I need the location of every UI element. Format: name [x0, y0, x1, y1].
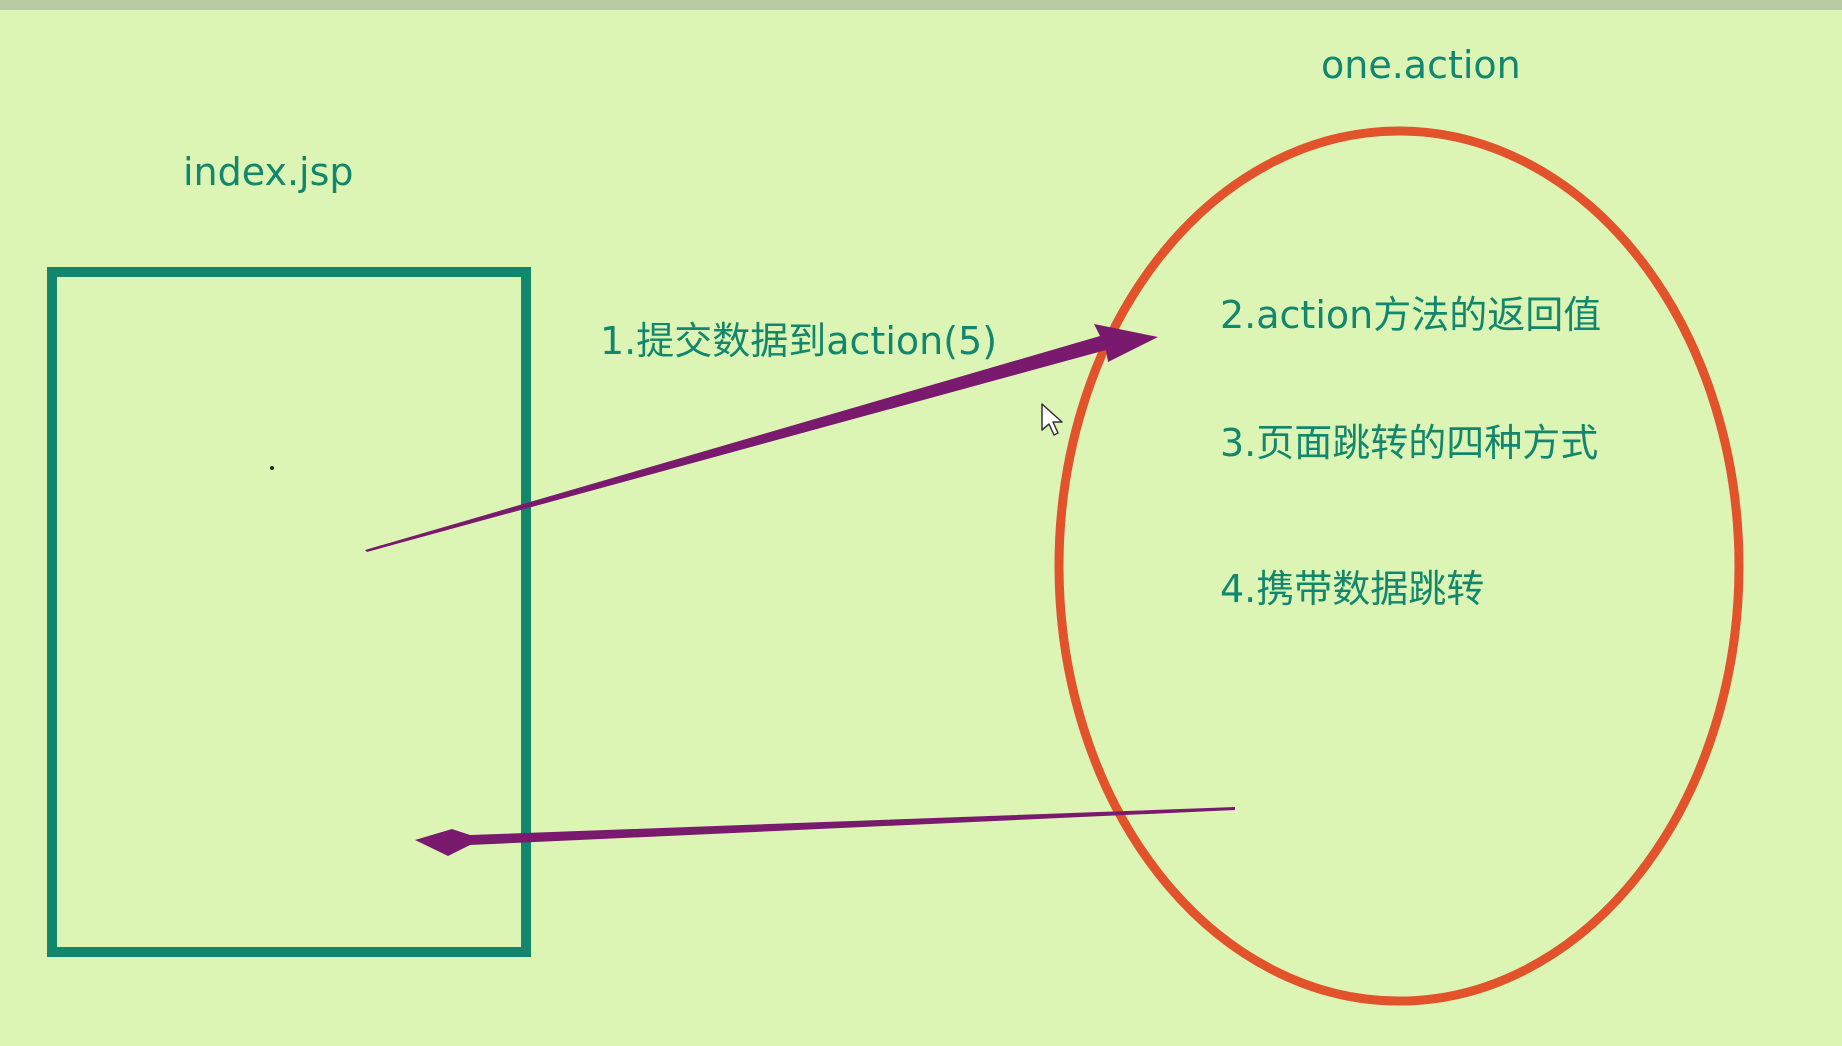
index-jsp-label: index.jsp	[183, 150, 354, 194]
step-4-label: 4.携带数据跳转	[1220, 567, 1485, 611]
submit-arrow	[365, 324, 1158, 552]
box-dot	[270, 466, 274, 470]
step-2-label: 2.action方法的返回值	[1220, 293, 1602, 337]
one-action-label: one.action	[1321, 43, 1521, 87]
step-3-label: 3.页面跳转的四种方式	[1220, 421, 1599, 465]
step-1-label: 1.提交数据到action(5)	[600, 319, 998, 363]
index-jsp-box	[47, 267, 531, 957]
return-arrow	[415, 807, 1235, 856]
top-edge-bar	[0, 0, 1842, 10]
one-action-ellipse	[1054, 126, 1744, 1006]
mouse-cursor-icon	[1041, 403, 1063, 436]
